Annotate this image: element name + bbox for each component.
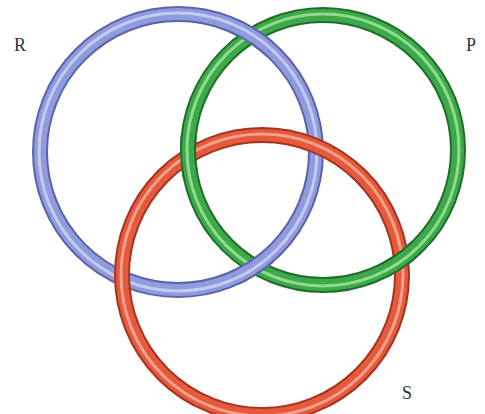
ring-label: R xyxy=(14,36,26,54)
blue-ring xyxy=(39,13,317,291)
blue-ring-crossing xyxy=(39,13,317,291)
ring-label: P xyxy=(466,36,476,54)
red-ring xyxy=(121,134,403,414)
ring-label: S xyxy=(402,384,412,402)
green-ring-crossing xyxy=(187,14,459,286)
